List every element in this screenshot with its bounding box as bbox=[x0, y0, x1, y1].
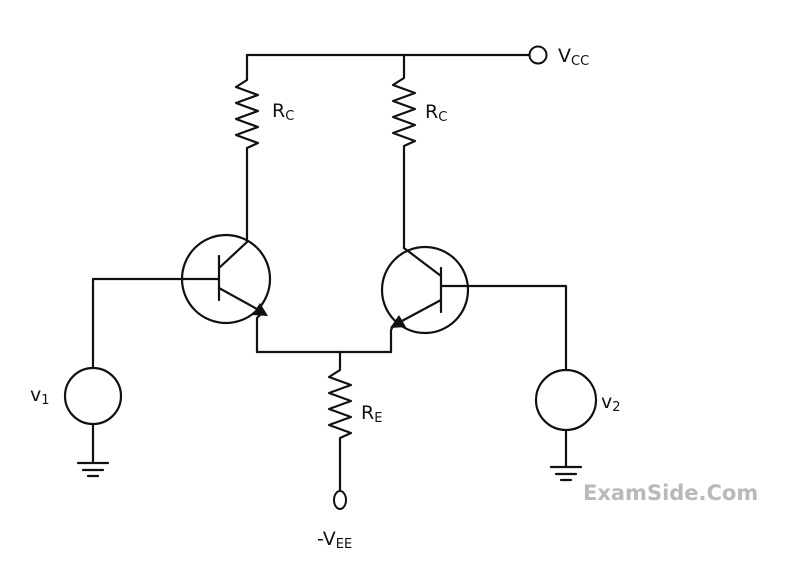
ground-icon bbox=[549, 465, 583, 482]
re-label: RE bbox=[361, 402, 382, 426]
transistor-q2 bbox=[380, 245, 470, 354]
vee-terminal bbox=[333, 490, 347, 510]
v1-label: v1 bbox=[30, 384, 50, 408]
ground-icon bbox=[76, 461, 110, 478]
rc-right-label: RC bbox=[425, 101, 447, 125]
re-resistor bbox=[327, 350, 353, 492]
q2-base-wire bbox=[439, 284, 568, 372]
v2-source bbox=[534, 368, 598, 432]
v1-source bbox=[63, 366, 123, 426]
rc-right-resistor bbox=[391, 53, 417, 250]
v2-label: v2 bbox=[601, 391, 621, 415]
q1-base-wire bbox=[91, 277, 221, 369]
vee-label: -VEE bbox=[317, 528, 352, 552]
rc-left-label: RC bbox=[272, 100, 294, 124]
q2-emitter-arrow bbox=[390, 315, 406, 328]
vcc-label: VCC bbox=[558, 45, 589, 69]
vcc-terminal bbox=[528, 45, 548, 65]
watermark-text: ExamSide.Com bbox=[583, 481, 758, 505]
transistor-q1 bbox=[180, 233, 272, 354]
q1-emitter-arrow bbox=[252, 303, 268, 316]
rc-left-resistor bbox=[234, 53, 260, 244]
